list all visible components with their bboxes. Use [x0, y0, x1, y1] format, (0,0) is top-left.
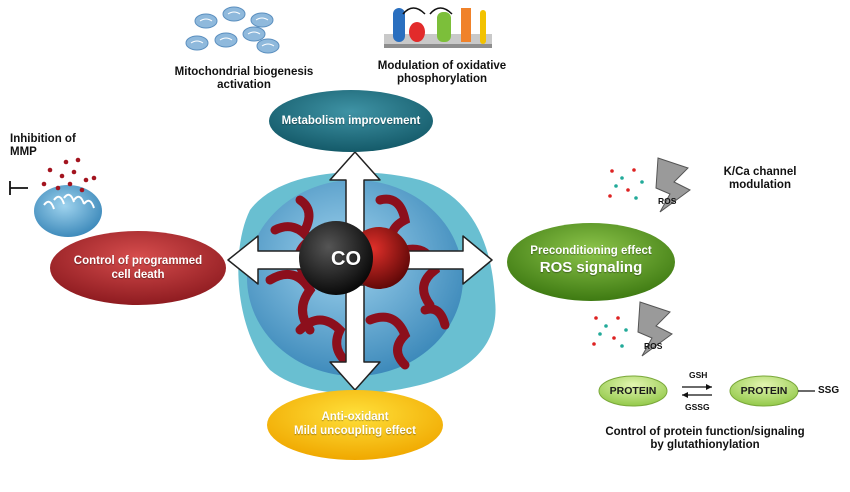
equilibrium-arrows [682, 384, 712, 398]
glutathionylation-label: Control of protein function/signaling by… [605, 426, 805, 451]
antioxidant-oval [267, 390, 443, 460]
ros-particles-icon-2 [592, 316, 628, 348]
ros-signaling-text: Preconditioning effect ROS signaling [530, 245, 652, 276]
lightning-icon-2 [637, 301, 673, 357]
mmp-mitochondrion-icon [9, 157, 102, 237]
metabolism-oval [269, 90, 433, 152]
gssg-label: GSSG [685, 402, 710, 412]
arrow-down [329, 284, 381, 391]
antioxidant-text: Anti-oxidant Mild uncoupling effect [293, 411, 417, 437]
ssg-label: SSG [818, 385, 840, 396]
lightning-icon [655, 157, 691, 213]
mmp-label: Inhibition of MMP [10, 133, 76, 158]
ros-particles-icon [608, 168, 644, 200]
protein-left-text: PROTEIN [609, 385, 657, 397]
kca-label: K/Ca channel modulation [723, 166, 797, 191]
mito-biogenesis-label: Mitochondrial biogenesis activation [174, 66, 314, 91]
cell-death-oval [50, 231, 226, 305]
metabolism-text: Metabolism improvement [281, 115, 421, 127]
membrane-complex-icon [384, 7, 492, 48]
cell-death-text: Control of programmed cell death [73, 255, 203, 281]
co-label: CO [331, 248, 361, 270]
ros-label-1: ROS [658, 196, 677, 206]
ros-signaling-oval [507, 223, 675, 301]
cross-arrows [227, 151, 493, 391]
ros-label-2: ROS [644, 341, 663, 351]
gsh-label: GSH [689, 370, 708, 380]
mitochondria-cluster-icon [185, 6, 280, 54]
co-molecule [299, 221, 410, 295]
oxphos-label: Modulation of oxidative phosphorylation [377, 60, 507, 85]
protein-left-pill [598, 375, 668, 407]
protein-right-text: PROTEIN [740, 385, 788, 397]
